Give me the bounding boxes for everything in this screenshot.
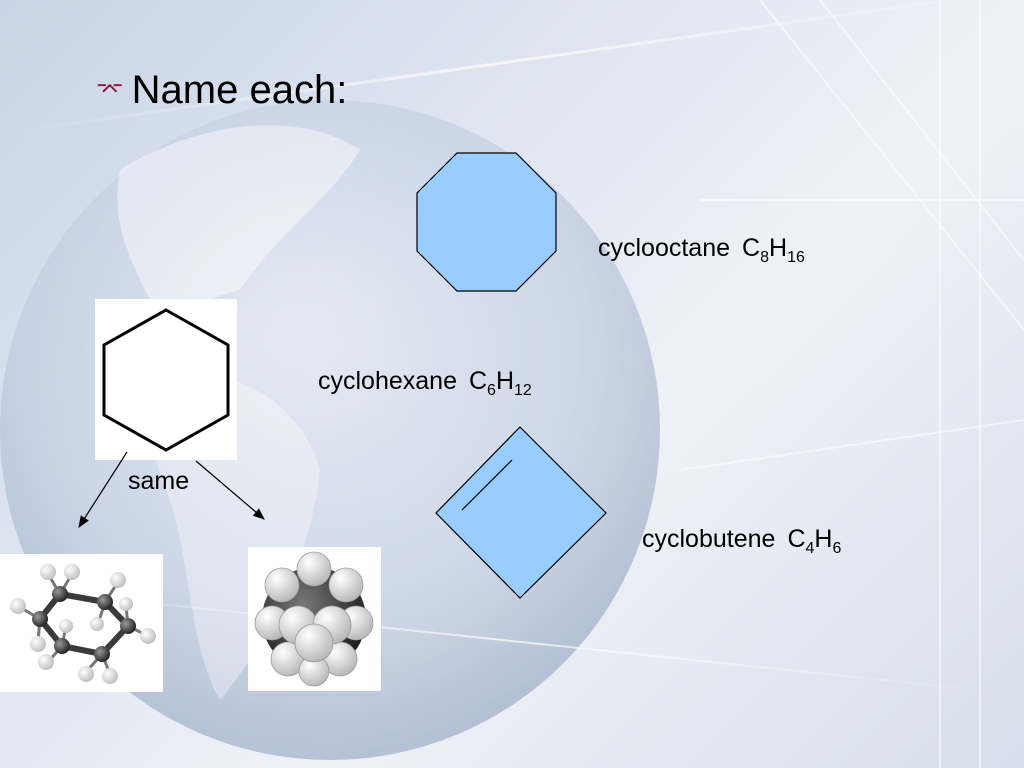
space-filling-model-panel [248, 547, 381, 691]
formula-element: C [787, 525, 806, 553]
cyclohexane-name: cyclohexane [318, 367, 457, 395]
cyclooctane-formula: C8H16 [742, 234, 805, 266]
cyclobutene-label: cyclobutene C4H6 [642, 525, 841, 557]
cyclobutene-formula: C4H6 [787, 525, 841, 557]
ball-and-stick-model-icon [10, 564, 156, 684]
formula-subscript: 16 [787, 249, 805, 266]
cyclohexane-label: cyclohexane C6H12 [318, 367, 532, 399]
cyclooctane-octagon-icon [416, 152, 557, 292]
cyclooctane-name: cyclooctane [598, 234, 731, 262]
formula-subscript: 4 [805, 540, 815, 557]
cyclohexane-structure-panel [95, 299, 237, 460]
ball-and-stick-model-panel [0, 554, 163, 692]
cyclohexane-hexagon-icon [102, 308, 230, 452]
formula-element: H [769, 234, 788, 262]
title-row: ⌤ Name each: [96, 70, 347, 110]
cyclooctane-label: cyclooctane C8H16 [598, 234, 805, 266]
space-filling-model-icon [254, 551, 374, 687]
cyclobutene-square-icon [435, 426, 607, 599]
formula-element: H [814, 525, 833, 553]
formula-subscript: 6 [832, 540, 842, 557]
formula-subscript: 6 [487, 382, 496, 399]
formula-element: C [468, 367, 488, 395]
slide-title: Name each: [131, 68, 348, 112]
formula-element: C [742, 234, 761, 262]
cyclobutene-name: cyclobutene [642, 525, 776, 553]
cyclohexane-formula: C6H12 [468, 367, 532, 399]
star-bullet-icon: ⌤ [96, 76, 124, 104]
formula-subscript: 8 [760, 249, 769, 266]
same-label: same [128, 467, 190, 495]
formula-element: H [495, 367, 515, 395]
formula-subscript: 12 [514, 382, 532, 399]
